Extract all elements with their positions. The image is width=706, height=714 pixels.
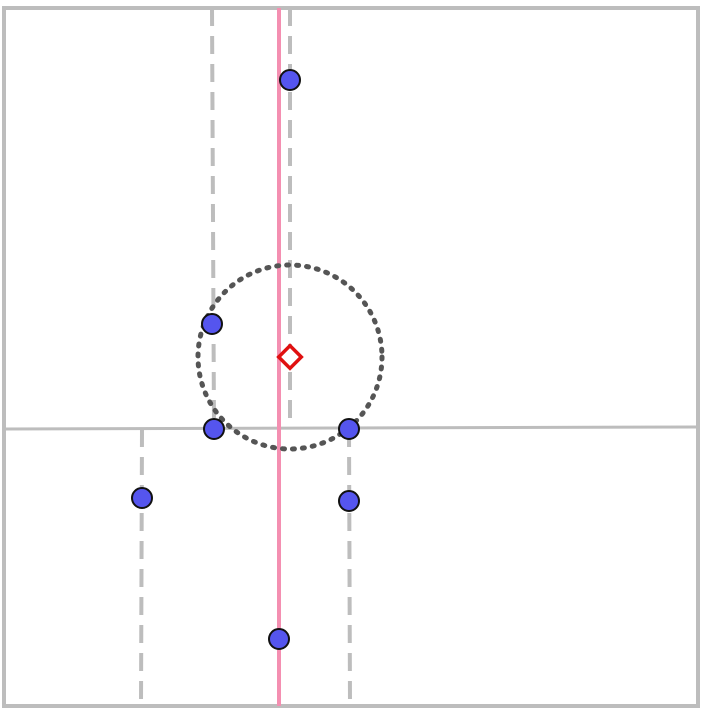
point-icon bbox=[131, 487, 153, 509]
point-icon bbox=[338, 490, 360, 512]
center-diamond-icon bbox=[276, 343, 304, 371]
point-icon bbox=[203, 418, 225, 440]
dotted-search-circle bbox=[195, 262, 385, 452]
dashed-guide-upper-left bbox=[210, 7, 216, 430]
point-icon bbox=[338, 418, 360, 440]
data-points bbox=[131, 69, 360, 650]
point-icon bbox=[268, 628, 290, 650]
dashed-guide-lower-right bbox=[347, 428, 352, 707]
point-icon bbox=[279, 69, 301, 91]
dashed-guides bbox=[139, 7, 352, 707]
dashed-guide-lower-left bbox=[139, 428, 144, 707]
point-icon bbox=[201, 313, 223, 335]
outer-border bbox=[2, 6, 700, 708]
